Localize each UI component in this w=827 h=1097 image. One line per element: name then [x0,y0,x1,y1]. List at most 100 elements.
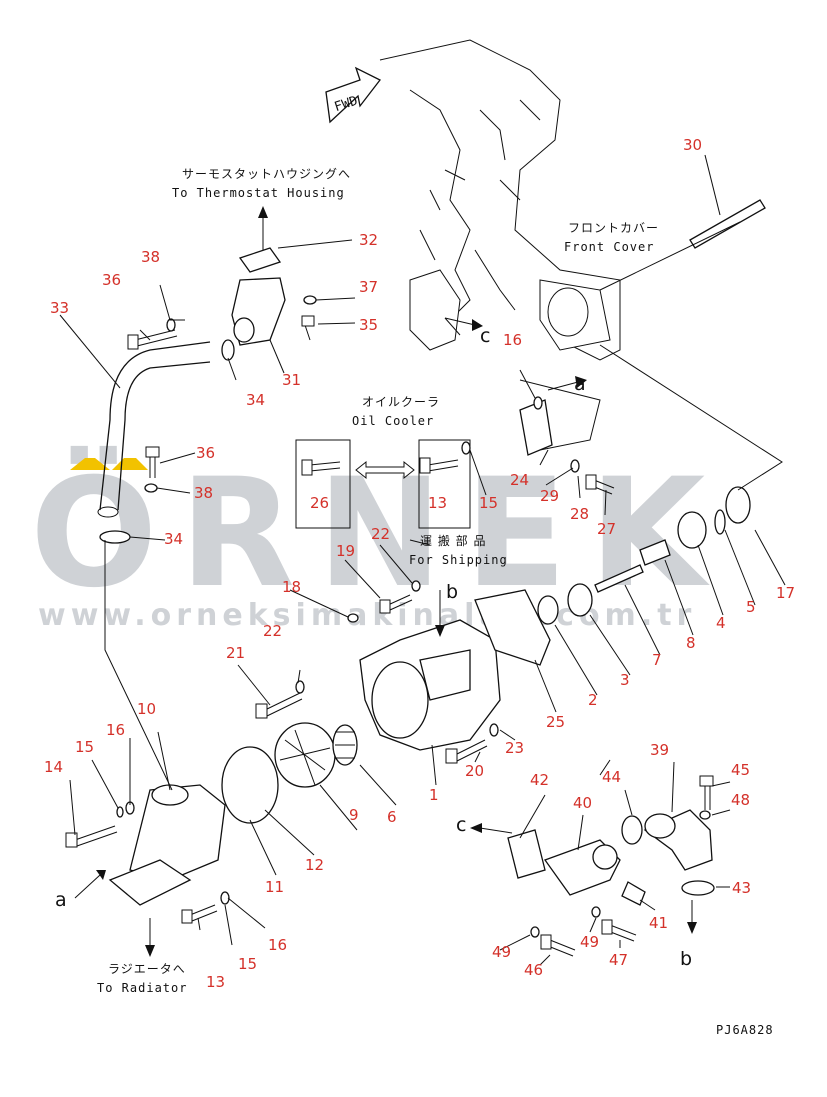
caption-oil-cooler-jp: オイルクーラ [362,395,440,409]
flow-arrows [74,206,697,957]
engine-block [379,39,621,451]
caption-to-thermostat-en: To Thermostat Housing [172,186,345,200]
part-number: 16 [268,936,287,954]
part-number: 22 [263,622,282,640]
part-number: 34 [164,530,183,548]
part-number: 6 [387,808,397,826]
part-number: 49 [492,943,511,961]
part-41 [621,881,646,906]
part-number: 20 [465,762,484,780]
part-10 [108,784,226,906]
part-32 [238,247,282,273]
part-6 [332,724,358,766]
part-number: 40 [573,794,592,812]
ref-letter-b: b [680,948,692,970]
arrow-right-icon [575,376,587,388]
watermark-brand: ÖRNEK [30,445,727,621]
part-number: 13 [428,494,447,512]
arrow-down-icon [145,945,155,957]
part-number: 31 [282,371,301,389]
part-number: 38 [141,248,160,266]
part-number: 3 [620,671,630,689]
part-number: 34 [246,391,265,409]
part-number: 29 [540,487,559,505]
part-12 [221,746,279,824]
fwd-arrow-icon: FWD [325,66,381,124]
part-number: 44 [602,768,621,786]
part-number: 13 [206,973,225,991]
part-number: 16 [106,721,125,739]
part-numbers: 30 38 32 36 37 33 35 16 31 34 36 38 24 2… [44,136,795,991]
part-number: 46 [524,961,543,979]
part-number: 19 [336,542,355,560]
part-number: 15 [75,738,94,756]
caption-oil-cooler-en: Oil Cooler [352,414,434,428]
part-34-upper [221,339,235,361]
part-number: 37 [359,278,378,296]
part-number: 38 [194,484,213,502]
part-4 [677,511,707,549]
part-number: 42 [530,771,549,789]
part-39-flange [644,813,676,839]
part-number: 39 [650,741,669,759]
pipe-33 [97,341,211,518]
part-number: 48 [731,791,750,809]
caption-to-thermostat-jp: サーモスタットハウジングへ [182,167,351,181]
ref-letter-a: a [574,373,586,395]
part-30 [689,199,766,249]
leader-lines [59,154,786,966]
caption-for-shipping-en: For Shipping [409,553,508,567]
shipping-boxes [295,439,471,529]
caption-to-radiator-jp: ラジエータへ [108,962,186,976]
part-number: 18 [282,578,301,596]
arrow-left-icon [470,823,482,833]
ref-letter-c: c [456,814,466,836]
part-number: 36 [102,271,121,289]
part-number: 22 [371,525,390,543]
reference-letters: c a b a c b [55,325,692,970]
part-number: 15 [479,494,498,512]
part-17 [725,486,751,524]
part-31 [231,277,286,346]
part-number: 33 [50,299,69,317]
part-number: 24 [510,471,529,489]
watermark-accent-icon [70,458,110,470]
part-number: 11 [265,878,284,896]
part-number: 32 [359,231,378,249]
watermark-url: www.orneksimakinalari.com.tr [38,598,696,633]
arrow-down-icon [435,625,445,637]
ref-letter-b: b [446,581,458,603]
arrow-down-icon [687,922,697,934]
part-number: 25 [546,713,565,731]
part-43 [681,880,715,896]
part-number: 1 [429,786,439,804]
part-number: 43 [732,879,751,897]
part-number: 36 [196,444,215,462]
part-42 [507,829,546,879]
part-number: 4 [716,614,726,632]
part-number: 7 [652,651,662,669]
part-number: 16 [503,331,522,349]
part-number: 10 [137,700,156,718]
watermark: ÖRNEK www.orneksimakinalari.com.tr [30,445,727,633]
part-number: 12 [305,856,324,874]
caption-front-cover-en: Front Cover [564,240,654,254]
part-number: 45 [731,761,750,779]
part-number: 5 [746,598,756,616]
arrow-up-icon [258,206,268,218]
part-number: 49 [580,933,599,951]
part-number: 30 [683,136,702,154]
part-number: 28 [570,505,589,523]
part-7 [594,564,644,593]
part-1 [359,619,501,751]
bolts [65,315,714,957]
part-3 [567,583,593,617]
part-number: 27 [597,520,616,538]
part-9 [274,722,336,788]
fwd-label: FWD [333,94,360,116]
part-2 [537,595,559,625]
part-number: 41 [649,914,668,932]
part-number: 47 [609,951,628,969]
